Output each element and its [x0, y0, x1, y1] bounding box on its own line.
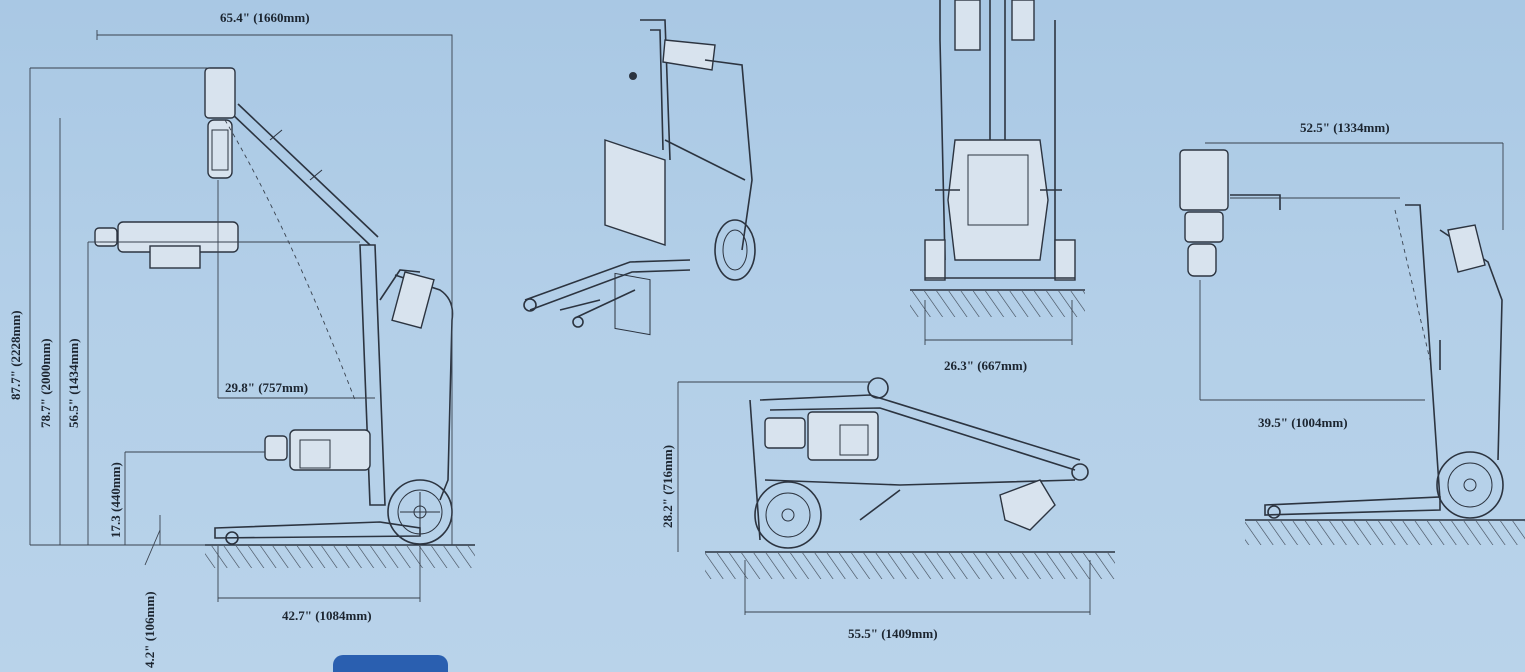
dim-arm-reach: 29.8" (757mm) [225, 380, 308, 395]
dim-folded-height: 28.2" (716mm) [660, 445, 675, 528]
front-view [910, 0, 1085, 345]
dim-overall-length: 65.4" (1660mm) [220, 10, 310, 25]
brand-logo [333, 655, 448, 672]
compact-tube-head [1179, 149, 1229, 211]
side-view-compact [1179, 142, 1525, 545]
dim-max-height: 87.7" (2228mm) [8, 310, 23, 400]
folded-view [677, 377, 1115, 615]
dim-height-1434: 56.5" (1434mm) [66, 338, 81, 428]
dim-ground-clearance: 4.2" (106mm) [142, 591, 157, 668]
dim-base-length: 39.5" (1004mm) [1258, 415, 1348, 430]
right-ground-hatch [1245, 521, 1525, 545]
dim-height-2000: 78.7" (2000mm) [38, 338, 53, 428]
folded-wheel [754, 481, 822, 549]
folded-ground-hatch [705, 553, 1115, 579]
front-ground-hatch [910, 291, 1085, 317]
dim-arm-extension: 52.5" (1334mm) [1300, 120, 1390, 135]
dim-height-440: 17.3 (440mm) [108, 462, 123, 538]
dim-width: 26.3" (667mm) [944, 358, 1027, 373]
tube-head-top [204, 67, 236, 119]
right-wheel [1436, 451, 1504, 519]
dim-folded-length: 55.5" (1409mm) [848, 626, 938, 641]
perspective-wheel [714, 219, 756, 281]
perspective-view [523, 19, 756, 336]
ground-hatch [205, 546, 475, 568]
side-view-extended [29, 30, 475, 602]
dim-wheelbase: 42.7" (1084mm) [282, 608, 372, 623]
